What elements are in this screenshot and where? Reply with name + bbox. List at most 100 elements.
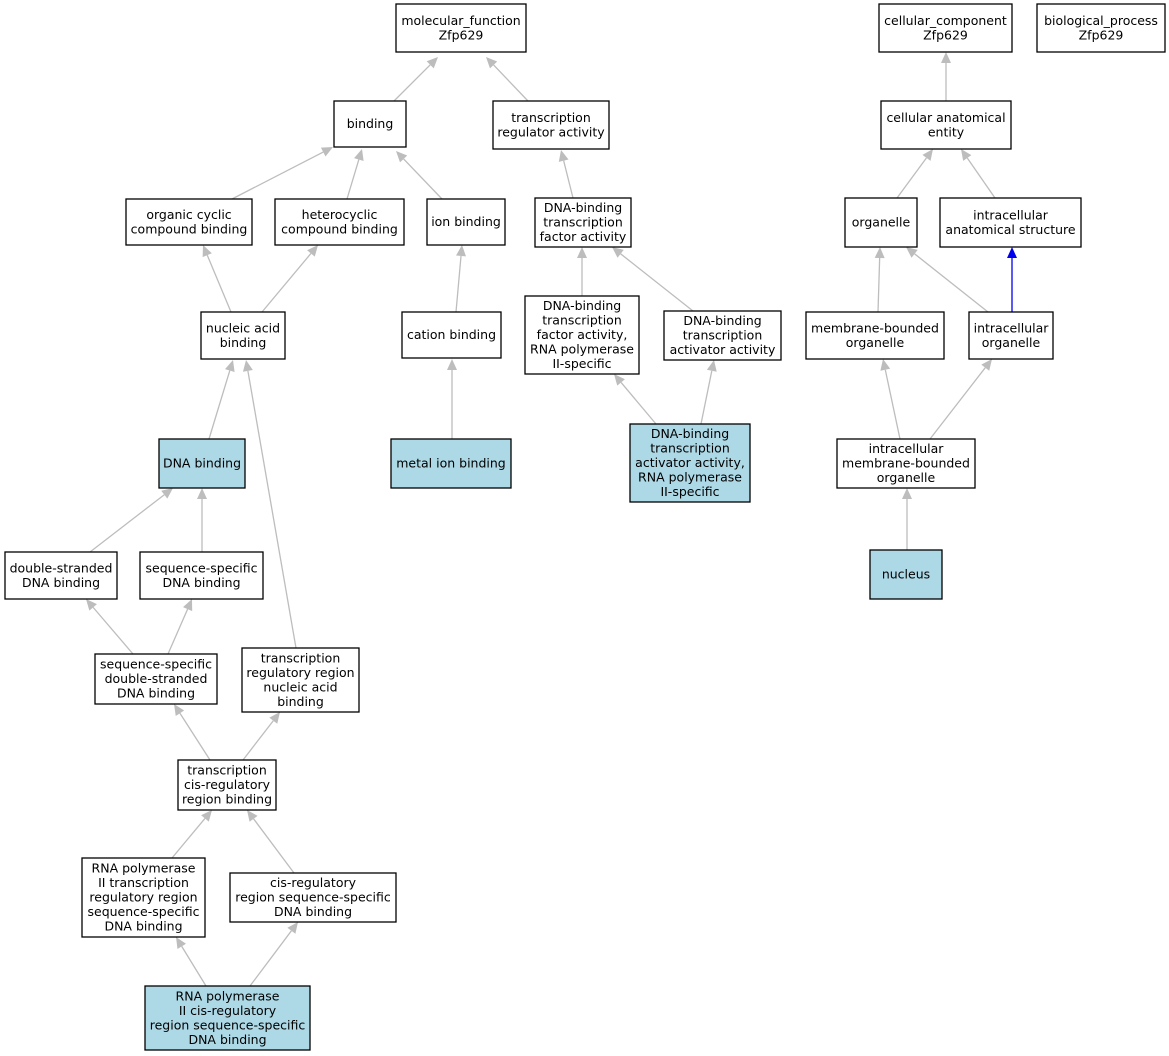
edge-nucleic-acid-binding-to-organic-cyclic-compound-binding (202, 245, 232, 313)
edge-rnap2-cis-regulatory-region-ss-dna-binding-to-cis-regulatory-region-ss-dna-binding (249, 922, 298, 987)
arrowhead-icon (941, 52, 951, 63)
node-label-line: sequence-specific (146, 560, 258, 575)
node-label-line: binding (277, 694, 324, 709)
node-label-line: compound binding (281, 221, 398, 236)
edge-line (261, 253, 312, 313)
edge-line (877, 257, 881, 313)
edge-double-stranded-dna-binding-to-dna-binding (89, 488, 173, 553)
node-box (524, 295, 640, 375)
arrowhead-icon (880, 359, 891, 371)
node-label-line: DNA binding (22, 575, 100, 590)
node-metal-ion-binding[interactable]: metal ion binding (390, 438, 512, 489)
edge-transcription-cis-regulatory-region-binding-to-transcription-regulatory-region-na-binding (242, 712, 280, 761)
node-label-line: cis-regulatory (184, 777, 271, 792)
node-ion-binding[interactable]: ion binding (426, 198, 506, 246)
edge-dna-binding-activator-activity-rnap2-to-dna-binding-activator-activity (700, 360, 717, 425)
node-label-line: RNA polymerase (530, 342, 634, 357)
node-cation-binding[interactable]: cation binding (401, 311, 502, 359)
arrowhead-icon (247, 810, 258, 822)
node-label-line: entity (928, 124, 965, 139)
arrowhead-icon (456, 245, 466, 257)
node-label-line: DNA-binding (683, 313, 761, 328)
arrowhead-icon (426, 57, 438, 69)
edge-line (403, 158, 443, 200)
node-nucleus[interactable]: nucleus (869, 549, 943, 600)
edge-line (242, 720, 274, 761)
node-label-line: membrane-bounded (842, 456, 970, 471)
node-organelle[interactable]: organelle (844, 197, 918, 248)
node-label-line: factor activity (540, 229, 627, 244)
edge-dna-binding-activator-activity-rnap2-to-dna-binding-tf-activity-rnap2 (614, 374, 657, 425)
node-box (1036, 3, 1166, 53)
node-dna-binding[interactable]: DNA binding (158, 438, 246, 489)
arrowhead-icon (706, 360, 717, 372)
node-label-line: binding (347, 116, 394, 131)
node-label-line: DNA binding (163, 456, 241, 471)
node-label-line: organic cyclic (146, 207, 231, 222)
node-label-line: DNA binding (162, 575, 240, 590)
node-label-line: Zfp629 (439, 27, 484, 42)
node-label-line: II cis-regulatory (179, 1003, 277, 1018)
node-label-line: ion binding (431, 214, 501, 229)
arrowhead-icon (225, 360, 235, 372)
arrowhead-icon (922, 149, 933, 161)
node-label-line: molecular_function (401, 13, 520, 28)
arrowhead-icon (86, 599, 97, 611)
node-label-line: activator activity, (635, 455, 745, 470)
node-label-line: compound binding (131, 221, 248, 236)
node-label-line: double-stranded (10, 560, 113, 575)
edge-line (92, 606, 134, 655)
node-box (139, 551, 264, 600)
edge-organic-cyclic-compound-binding-to-binding (231, 147, 333, 200)
arrowhead-icon (176, 937, 187, 949)
node-label-line: transcription (542, 313, 622, 328)
node-label-line: cellular_component (884, 13, 1007, 28)
node-label-line: cellular anatomical (886, 110, 1005, 125)
node-box (229, 872, 397, 923)
node-binding[interactable]: binding (333, 100, 407, 148)
node-label-line: RNA polymerase (176, 988, 280, 1003)
node-box (880, 100, 1012, 150)
node-label-line: transcription (683, 328, 763, 343)
edge-membrane-bounded-organelle-to-organelle (874, 247, 885, 313)
edge-transcription-cis-regulatory-region-binding-to-seq-specific-ds-dna-binding (174, 704, 211, 761)
node-label-line: organelle (877, 470, 936, 485)
node-box (177, 759, 277, 811)
node-box (534, 197, 632, 248)
node-box (274, 198, 405, 246)
node-box (805, 311, 945, 360)
arrowhead-icon (906, 247, 918, 258)
node-label-line: transcription (511, 110, 591, 125)
edge-intracellular-membrane-bounded-organelle-to-intracellular-organelle (929, 359, 992, 440)
node-label-line: nucleus (882, 567, 930, 582)
arrowhead-icon (202, 245, 212, 258)
node-box (81, 857, 206, 938)
node-label-line: cis-regulatory (270, 875, 357, 890)
node-label-line: DNA-binding (651, 426, 729, 441)
node-label-line: anatomical structure (945, 222, 1075, 237)
